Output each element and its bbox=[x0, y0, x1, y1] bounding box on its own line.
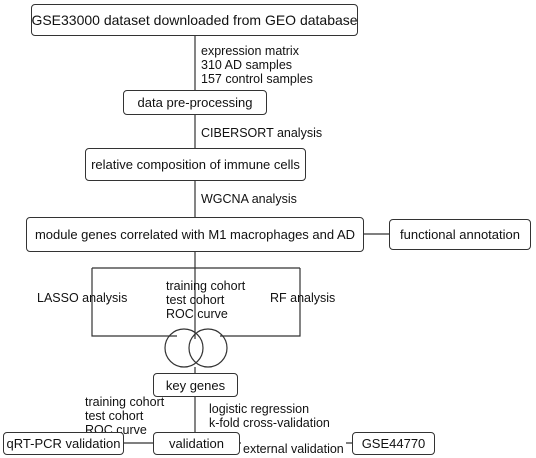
matrix-line-2: 310 AD samples bbox=[201, 58, 293, 72]
rf-label: RF analysis bbox=[270, 291, 336, 305]
expression-matrix-label: expression matrix 310 AD samples 157 con… bbox=[201, 44, 313, 86]
wgcna-label: WGCNA analysis bbox=[201, 192, 297, 206]
branch-rf bbox=[220, 268, 301, 337]
source-dataset-box: GSE33000 dataset downloaded from GEO dat… bbox=[31, 4, 358, 36]
venn-circle-right bbox=[188, 328, 228, 368]
left-training-cohort: training cohort bbox=[85, 395, 165, 409]
regression-label: logistic regression k-fold cross-validat… bbox=[209, 402, 330, 430]
left-test-cohort: test cohort bbox=[85, 409, 144, 423]
matrix-line-3: 157 control samples bbox=[201, 72, 313, 86]
cibersort-label: CIBERSORT analysis bbox=[201, 126, 323, 140]
venn-circle-left bbox=[164, 328, 204, 368]
middle-test-cohort: test cohort bbox=[166, 293, 225, 307]
qrtpcr-validation-box: qRT-PCR validation bbox=[3, 432, 124, 455]
functional-annotation-box: functional annotation bbox=[389, 219, 531, 250]
matrix-line-1: expression matrix bbox=[201, 44, 299, 58]
left-methods-label: training cohort test cohort ROC curve bbox=[85, 395, 164, 437]
immune-composition-box: relative composition of immune cells bbox=[85, 148, 306, 181]
gse44770-box: GSE44770 bbox=[352, 432, 435, 455]
module-genes-box: module genes correlated with M1 macropha… bbox=[26, 217, 364, 252]
logistic-regression: logistic regression bbox=[209, 402, 310, 416]
external-validation-label: external validation bbox=[241, 442, 346, 456]
kfold-cross-validation: k-fold cross-validation bbox=[209, 416, 330, 430]
middle-roc-curve: ROC curve bbox=[166, 307, 228, 321]
lasso-label: LASSO analysis bbox=[37, 291, 128, 305]
validation-box: validation bbox=[153, 432, 240, 455]
branch-lasso bbox=[91, 267, 300, 337]
middle-methods-label: training cohort test cohort ROC curve bbox=[166, 279, 245, 321]
middle-training-cohort: training cohort bbox=[166, 279, 246, 293]
key-genes-box: key genes bbox=[153, 373, 238, 397]
preprocessing-box: data pre-processing bbox=[123, 90, 267, 115]
